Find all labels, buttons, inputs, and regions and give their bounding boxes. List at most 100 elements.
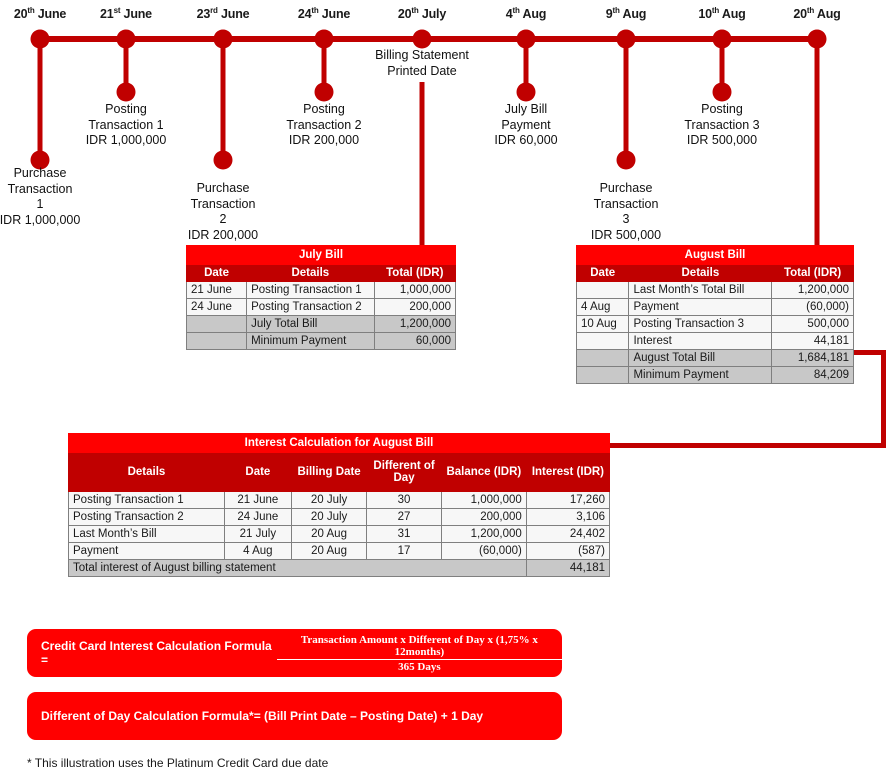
day-difference-formula-text: Different of Day Calculation Formula*= (… (41, 709, 484, 723)
july-cell-total: 200,000 (373, 298, 457, 316)
timeline-node-6 (616, 29, 636, 49)
event-stem-2 (220, 42, 226, 160)
event-caption-line: IDR 500,000 (590, 227, 662, 242)
august-cell-date (575, 332, 630, 350)
july-cell-date: 21 June (185, 281, 248, 299)
july-cell-date: 24 June (185, 298, 248, 316)
interest-cell-billing_date: 20 Aug (290, 542, 368, 560)
interest-cell-billing_date: 20 July (290, 508, 368, 526)
event-dot-6 (616, 150, 636, 170)
interest-cell-details: Payment (68, 542, 225, 560)
event-dot-0 (30, 150, 50, 170)
day-difference-formula-box: Different of Day Calculation Formula*= (… (27, 692, 562, 740)
timeline-date-7: 10th Aug (698, 6, 746, 22)
event-stem-7 (719, 42, 725, 92)
july-cell-date (185, 315, 248, 333)
event-dot-1 (116, 82, 136, 102)
event-dot-7 (712, 82, 732, 102)
august-cell-total: 500,000 (771, 315, 854, 333)
event-caption-line: Payment (501, 117, 551, 132)
interest-cell-diff_day: 31 (366, 525, 442, 543)
event-caption-line: Purchase (196, 181, 250, 195)
interest-total-value: 44,181 (525, 559, 611, 577)
event-caption-line: Transaction 2 (286, 117, 362, 132)
event-stem-5 (523, 42, 529, 92)
interest-calculation-table: Interest Calculation for August Bill Det… (68, 433, 611, 577)
interest-cell-date: 21 July (223, 525, 292, 543)
interest-cell-diff_day: 30 (366, 491, 442, 509)
timeline-node-3 (314, 29, 334, 49)
event-caption-line: 3 (622, 212, 630, 226)
interest-cell-interest: 17,260 (525, 491, 611, 509)
event-caption-line: Transaction (593, 196, 659, 211)
event-caption-line: 1 (36, 197, 44, 211)
timeline-date-2: 23rd June (196, 6, 250, 22)
timeline-date-0: 20th June (13, 6, 67, 22)
interest-cell-interest: (587) (525, 542, 611, 560)
event-caption-line: IDR 200,000 (288, 133, 360, 147)
event-caption-line: IDR 500,000 (686, 133, 758, 147)
july-col-0: Date (185, 264, 248, 282)
interest-col-0: Details (68, 452, 225, 492)
footnote: * This illustration uses the Platinum Cr… (27, 756, 329, 770)
formula-denominator: 365 Days (398, 660, 441, 673)
interest-total-label: Total interest of August billing stateme… (68, 559, 527, 577)
july-cell-details: July Total Bill (246, 315, 375, 333)
interest-col-5: Interest (IDR) (525, 452, 611, 492)
july-bill-connector (419, 82, 425, 246)
elbow-segment-right (881, 350, 886, 448)
interest-cell-details: Posting Transaction 2 (68, 508, 225, 526)
august-cell-date (575, 349, 630, 367)
july-bill-title: July Bill (186, 245, 456, 265)
interest-cell-interest: 3,106 (525, 508, 611, 526)
timeline-date-3: 24th June (297, 6, 351, 22)
event-dot-2 (213, 150, 233, 170)
august-col-2: Total (IDR) (771, 264, 854, 282)
event-stem-3 (321, 42, 327, 92)
july-col-1: Details (246, 264, 375, 282)
event-caption-line: Transaction (190, 196, 256, 211)
event-caption-line: Posting (701, 102, 743, 116)
august-col-1: Details (628, 264, 773, 282)
formula-numerator: Transaction Amount x Different of Day x … (276, 634, 562, 660)
july-cell-total: 1,200,000 (373, 315, 457, 333)
event-caption-line: Purchase (13, 166, 67, 180)
event-stem-0 (37, 42, 43, 160)
august-cell-date: 10 Aug (575, 315, 630, 333)
interest-cell-balance: 200,000 (440, 508, 527, 526)
interest-total-row: Total interest of August billing stateme… (68, 559, 611, 577)
august-cell-date: 4 Aug (575, 298, 630, 316)
interest-col-4: Balance (IDR) (440, 452, 527, 492)
interest-formula-fraction: Transaction Amount x Different of Day x … (276, 634, 562, 673)
august-cell-details: Minimum Payment (628, 366, 773, 384)
july-cell-date (185, 332, 248, 350)
interest-cell-balance: (60,000) (440, 542, 527, 560)
interest-cell-diff_day: 27 (366, 508, 442, 526)
event-caption-line: Transaction 1 (88, 117, 164, 132)
july-cell-details: Posting Transaction 1 (246, 281, 375, 299)
event-dot-3 (314, 82, 334, 102)
timeline-date-4: 20th July (397, 6, 447, 22)
august-cell-details: August Total Bill (628, 349, 773, 367)
july-col-2: Total (IDR) (373, 264, 457, 282)
event-caption-line: IDR 1,000,000 (85, 133, 167, 147)
interest-col-2: Billing Date (290, 452, 368, 492)
elbow-segment-top (854, 350, 886, 355)
